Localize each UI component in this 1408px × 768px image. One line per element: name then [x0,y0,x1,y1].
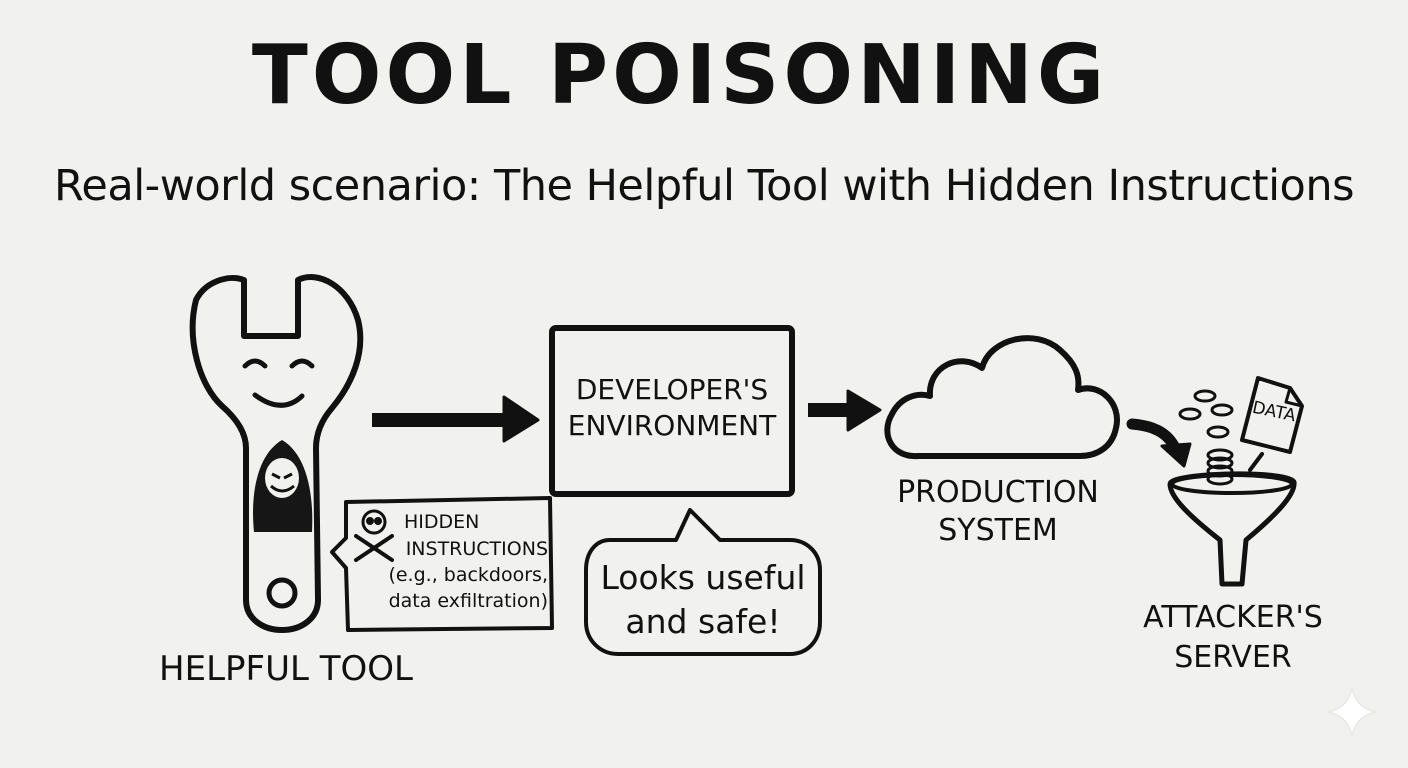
page-subtitle: Real-world scenario: The Helpful Tool wi… [53,161,1355,211]
skull-crossbones-icon [354,509,394,562]
production-system-line1: PRODUCTION [897,475,1099,510]
smiley-eye-right-icon [289,358,315,369]
arrow-production-to-attacker-icon [1126,418,1192,468]
hidden-instructions-line3: (e.g., backdoors, [388,564,548,586]
helpful-tool-label: HELPFUL TOOL [159,649,413,689]
arrow-tool-to-env-icon [372,395,540,443]
attacker-server-line2: SERVER [1174,640,1292,675]
production-system-line2: SYSTEM [938,513,1058,548]
looks-safe-line2: and safe! [625,602,781,641]
sparkle-icon [1327,687,1377,737]
looks-safe-line1: Looks useful [600,558,806,597]
hidden-instructions-line1: HIDDEN [404,511,480,533]
developer-environment-line2: ENVIRONMENT [567,409,777,442]
wrench-hole-icon [266,577,298,609]
smiley-mouth-icon [252,392,305,408]
hidden-instructions-callout [330,496,554,632]
data-document-icon [1240,376,1304,454]
developer-environment-line1: DEVELOPER'S [575,373,769,406]
smiley-eye-left-icon [242,358,268,369]
attacker-server-line1: ATTACKER'S [1143,600,1323,635]
hidden-instructions-line4: data exfiltration) [388,590,548,612]
hidden-instructions-body: INSTRUCTIONS (e.g., backdoors, data exfi… [352,536,548,614]
hidden-instructions-heading: HIDDEN [404,510,544,535]
hooded-hacker-icon [253,440,313,532]
attacker-server-label: ATTACKER'S SERVER [1120,598,1346,678]
developer-environment-label: DEVELOPER'S ENVIRONMENT [556,372,788,444]
developer-environment-box [549,325,795,497]
cloud-icon [884,335,1120,460]
arrow-env-to-production-icon [808,389,882,432]
looks-safe-text: Looks useful and safe! [590,556,816,644]
hidden-instructions-line2: INSTRUCTIONS [405,538,548,560]
wrench-icon [189,274,364,633]
page-title: TOOL POISONING [251,28,1109,123]
production-system-label: PRODUCTION SYSTEM [880,474,1116,550]
looks-safe-speech-bubble [584,508,822,656]
coins-icon [1178,389,1264,486]
